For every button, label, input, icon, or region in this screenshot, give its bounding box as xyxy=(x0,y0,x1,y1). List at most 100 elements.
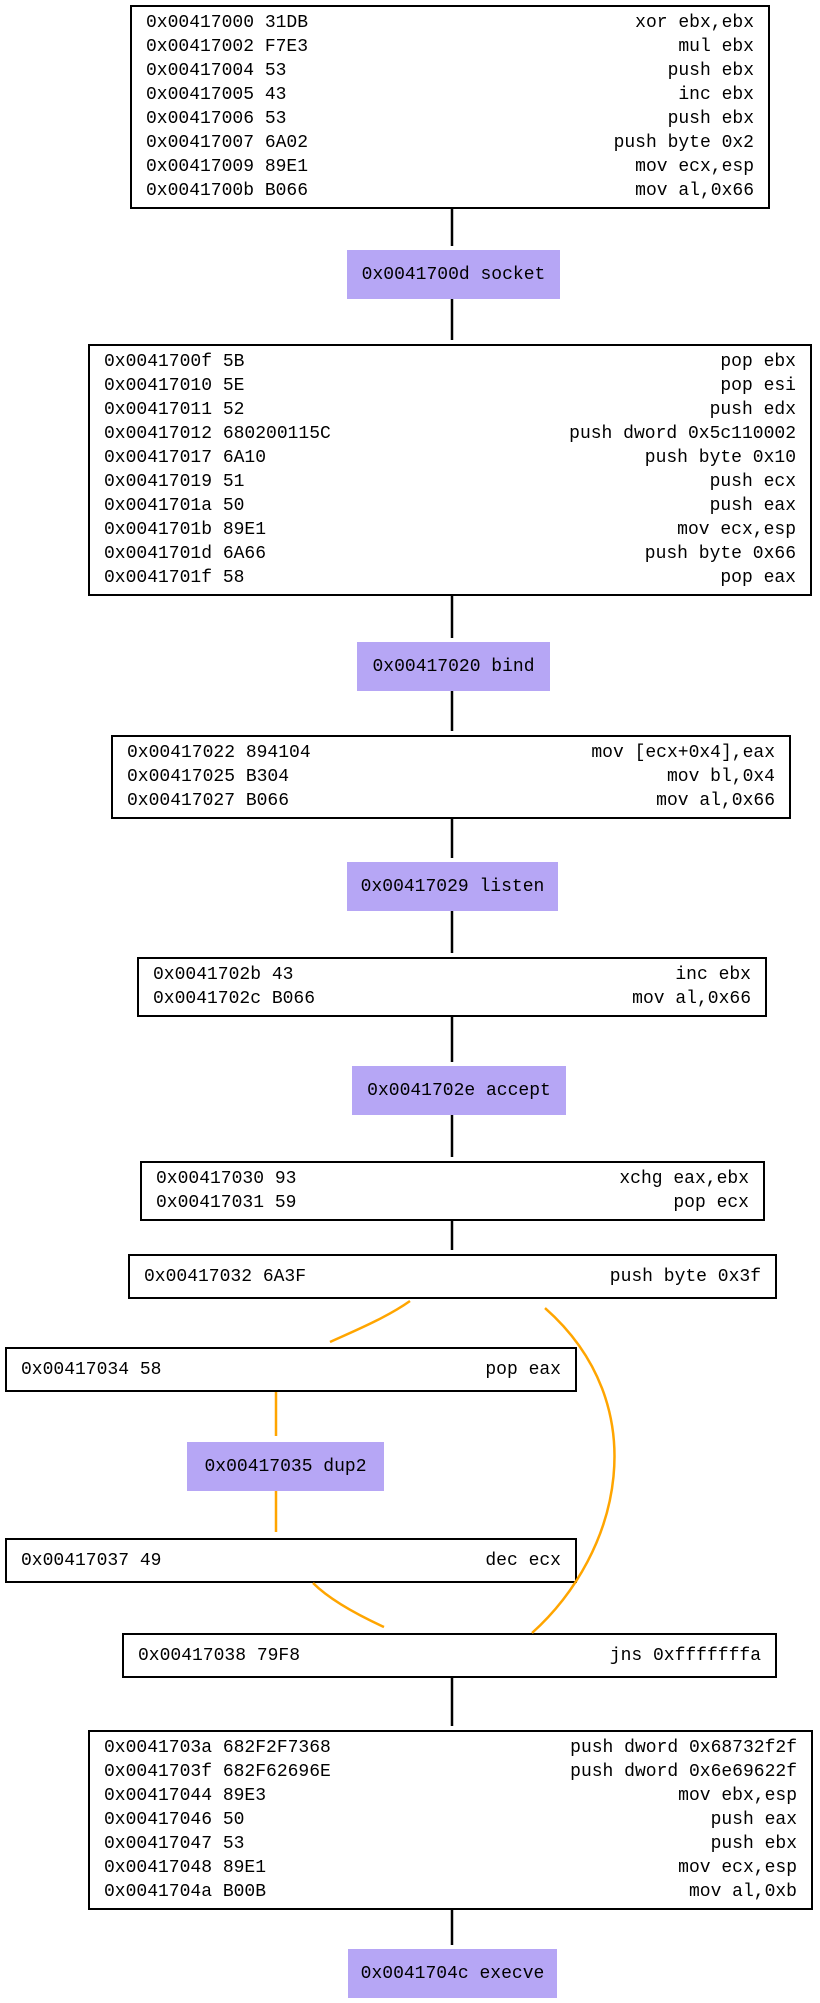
mnemonic: push dword 0x68732f2f xyxy=(570,1738,797,1758)
address-and-bytes: 0x00417038 79F8 xyxy=(138,1645,301,1666)
block-0x0041700f[interactable]: 0x0041700f 5B pop ebx 0x00417010 5E pop esi… xyxy=(88,344,812,596)
instruction-row: 0x00417000 31DB xor ebx,ebx xyxy=(146,11,754,35)
address-and-bytes: 0x00417010 5E xyxy=(104,376,245,396)
mnemonic: push edx xyxy=(709,400,796,420)
mnemonic: mov [ecx+0x4],eax xyxy=(591,743,775,763)
instruction-row: 0x0041703a 682F2F7368 push dword 0x68732f… xyxy=(104,1736,797,1760)
mnemonic: mov al,0x66 xyxy=(632,989,751,1009)
address-and-bytes: 0x00417000 31DB xyxy=(146,13,309,33)
address-and-bytes: 0x0041701d 6A66 xyxy=(104,544,267,564)
mnemonic: xor ebx,ebx xyxy=(635,13,754,33)
address-and-bytes: 0x0041703a 682F2F7368 xyxy=(104,1738,331,1758)
address-and-bytes: 0x00417007 6A02 xyxy=(146,133,309,153)
address-and-bytes: 0x00417006 53 xyxy=(146,109,287,129)
mnemonic: mov ecx,esp xyxy=(677,520,796,540)
address-and-bytes: 0x0041700f 5B xyxy=(104,352,245,372)
mnemonic: mov al,0x66 xyxy=(656,791,775,811)
address-and-bytes: 0x00417048 89E1 xyxy=(104,1858,267,1878)
address-and-bytes: 0x00417002 F7E3 xyxy=(146,37,309,57)
instruction-row: 0x00417011 52 push edx xyxy=(104,398,796,422)
block-0x0041703a[interactable]: 0x0041703a 682F2F7368 push dword 0x68732f… xyxy=(88,1730,813,1910)
address-and-bytes: 0x00417011 52 xyxy=(104,400,245,420)
instruction-row: 0x00417019 51 push ecx xyxy=(104,470,796,494)
mnemonic: pop esi xyxy=(720,376,796,396)
call-dup2[interactable]: 0x00417035 dup2 xyxy=(187,1442,384,1491)
instruction-row: 0x00417012 680200115C push dword 0x5c1100… xyxy=(104,422,796,446)
address-and-bytes: 0x00417047 53 xyxy=(104,1834,245,1854)
mnemonic: push byte 0x3f xyxy=(609,1266,761,1287)
call-bind[interactable]: 0x00417020 bind xyxy=(357,642,550,691)
instruction-row: 0x0041700b B066 mov al,0x66 xyxy=(146,179,754,203)
mnemonic: push byte 0x2 xyxy=(613,133,754,153)
instruction-row: 0x0041702b 43 inc ebx xyxy=(153,963,751,987)
mnemonic: push dword 0x5c110002 xyxy=(569,424,796,444)
mnemonic: pop ebx xyxy=(720,352,796,372)
instruction-row: 0x00417006 53 push ebx xyxy=(146,107,754,131)
address-and-bytes: 0x00417030 93 xyxy=(156,1169,297,1189)
instruction-row: 0x00417007 6A02 push byte 0x2 xyxy=(146,131,754,155)
address-and-bytes: 0x0041704a B00B xyxy=(104,1882,267,1902)
address-and-bytes: 0x00417037 49 xyxy=(21,1550,162,1571)
address-and-bytes: 0x0041701b 89E1 xyxy=(104,520,267,540)
mnemonic: push ebx xyxy=(667,109,754,129)
mnemonic: push ecx xyxy=(709,472,796,492)
address-and-bytes: 0x0041703f 682F62696E xyxy=(104,1762,331,1782)
edge-0x417032-to-0x417034 xyxy=(329,1299,411,1344)
instruction-row: 0x0041701b 89E1 mov ecx,esp xyxy=(104,518,796,542)
mnemonic: push eax xyxy=(710,1810,797,1830)
call-accept[interactable]: 0x0041702e accept xyxy=(352,1066,566,1115)
mnemonic: inc ebx xyxy=(675,965,751,985)
address-and-bytes: 0x00417009 89E1 xyxy=(146,157,309,177)
mnemonic: push ebx xyxy=(710,1834,797,1854)
call-listen[interactable]: 0x00417029 listen xyxy=(347,862,558,911)
mnemonic: mov al,0x66 xyxy=(635,181,754,201)
mnemonic: mov ebx,esp xyxy=(678,1786,797,1806)
instruction-row: 0x00417004 53 push ebx xyxy=(146,59,754,83)
mnemonic: pop eax xyxy=(720,568,796,588)
address-and-bytes: 0x00417019 51 xyxy=(104,472,245,492)
call-execve[interactable]: 0x0041704c execve xyxy=(348,1949,557,1998)
instruction-row: 0x00417044 89E3 mov ebx,esp xyxy=(104,1784,797,1808)
address-and-bytes: 0x0041700b B066 xyxy=(146,181,309,201)
address-and-bytes: 0x00417044 89E3 xyxy=(104,1786,267,1806)
address-and-bytes: 0x00417012 680200115C xyxy=(104,424,331,444)
address-and-bytes: 0x00417034 58 xyxy=(21,1359,162,1380)
instruction-row: 0x00417047 53 push ebx xyxy=(104,1832,797,1856)
address-and-bytes: 0x00417005 43 xyxy=(146,85,287,105)
mnemonic: push ebx xyxy=(667,61,754,81)
address-and-bytes: 0x00417031 59 xyxy=(156,1193,297,1213)
mnemonic: push eax xyxy=(709,496,796,516)
mnemonic: inc ebx xyxy=(678,85,754,105)
address-and-bytes: 0x00417027 B066 xyxy=(127,791,290,811)
address-and-bytes: 0x00417004 53 xyxy=(146,61,287,81)
instruction-row: 0x00417005 43 inc ebx xyxy=(146,83,754,107)
call-socket[interactable]: 0x0041700d socket xyxy=(347,250,560,299)
address-and-bytes: 0x0041702b 43 xyxy=(153,965,294,985)
mnemonic: mov al,0xb xyxy=(688,1882,797,1902)
instruction-row: 0x0041700f 5B pop ebx xyxy=(104,350,796,374)
mnemonic: push byte 0x10 xyxy=(644,448,796,468)
address-and-bytes: 0x00417025 B304 xyxy=(127,767,290,787)
